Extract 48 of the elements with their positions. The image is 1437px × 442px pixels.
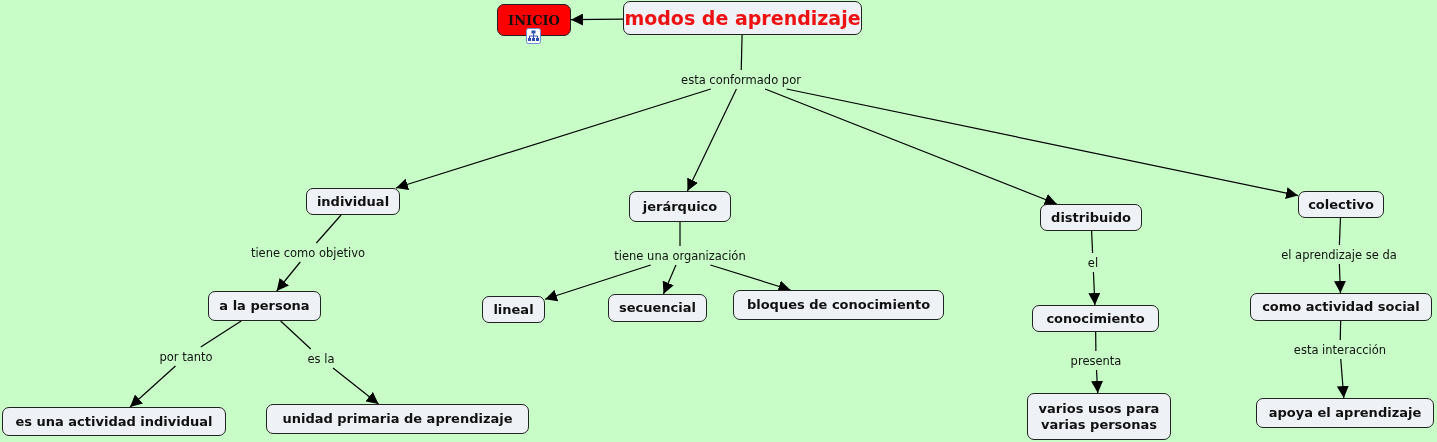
start-button-box: INICIO	[497, 4, 571, 36]
arrow	[1336, 358, 1349, 399]
concept-box: unidad primaria de aprendizaje	[266, 404, 529, 434]
arrow	[764, 88, 1058, 206]
connector-line	[280, 320, 312, 350]
connector-line	[315, 214, 342, 244]
connector-line	[740, 34, 743, 71]
connector-line	[1091, 230, 1094, 254]
arrow	[1334, 263, 1346, 294]
arrow	[662, 264, 677, 295]
concept-box: como actividad social	[1250, 293, 1432, 321]
arrow	[129, 365, 177, 408]
concept-box: es una actividad individual	[2, 407, 226, 436]
concept-box: apoya el aprendizaje	[1256, 398, 1434, 428]
concept-box: varios usos para varias personas	[1027, 393, 1171, 440]
connector-line	[679, 221, 681, 247]
arrow	[276, 261, 301, 292]
arrow	[544, 264, 652, 302]
arrow	[686, 88, 738, 192]
arrow	[395, 88, 712, 191]
concept-box: distribuido	[1040, 204, 1142, 231]
arrow	[570, 13, 624, 26]
linking-phrase: por tanto	[158, 349, 214, 364]
linking-phrase: el	[1086, 255, 1100, 270]
arrow	[1091, 369, 1104, 394]
arrow	[786, 88, 1299, 199]
concept-box: colectivo	[1298, 191, 1384, 218]
linking-phrase: es la	[306, 351, 336, 366]
concept-box: individual	[306, 188, 400, 215]
linking-phrase: esta interacción	[1292, 342, 1388, 357]
linking-phrase: tiene como objetivo	[249, 245, 367, 260]
linking-phrase: presenta	[1069, 353, 1123, 368]
arrow	[1088, 271, 1101, 306]
arrow	[332, 367, 380, 405]
concept-box: conocimiento	[1032, 305, 1159, 332]
linking-phrase: tiene una organización	[613, 248, 747, 263]
linking-phrase: el aprendizaje se da	[1280, 247, 1398, 262]
concept-box: bloques de conocimiento	[733, 290, 944, 320]
concept-box: jerárquico	[629, 191, 731, 222]
connector-line	[1339, 320, 1342, 341]
main-concept-box: modos de aprendizaje	[623, 1, 862, 35]
concept-box: lineal	[482, 296, 545, 323]
linking-phrase: esta conformado por	[680, 72, 802, 87]
concept-box: secuencial	[608, 294, 707, 322]
connector-line	[1338, 217, 1342, 246]
connector-line	[1095, 331, 1097, 352]
concept-box: a la persona	[208, 291, 321, 321]
connector-line	[200, 320, 242, 348]
